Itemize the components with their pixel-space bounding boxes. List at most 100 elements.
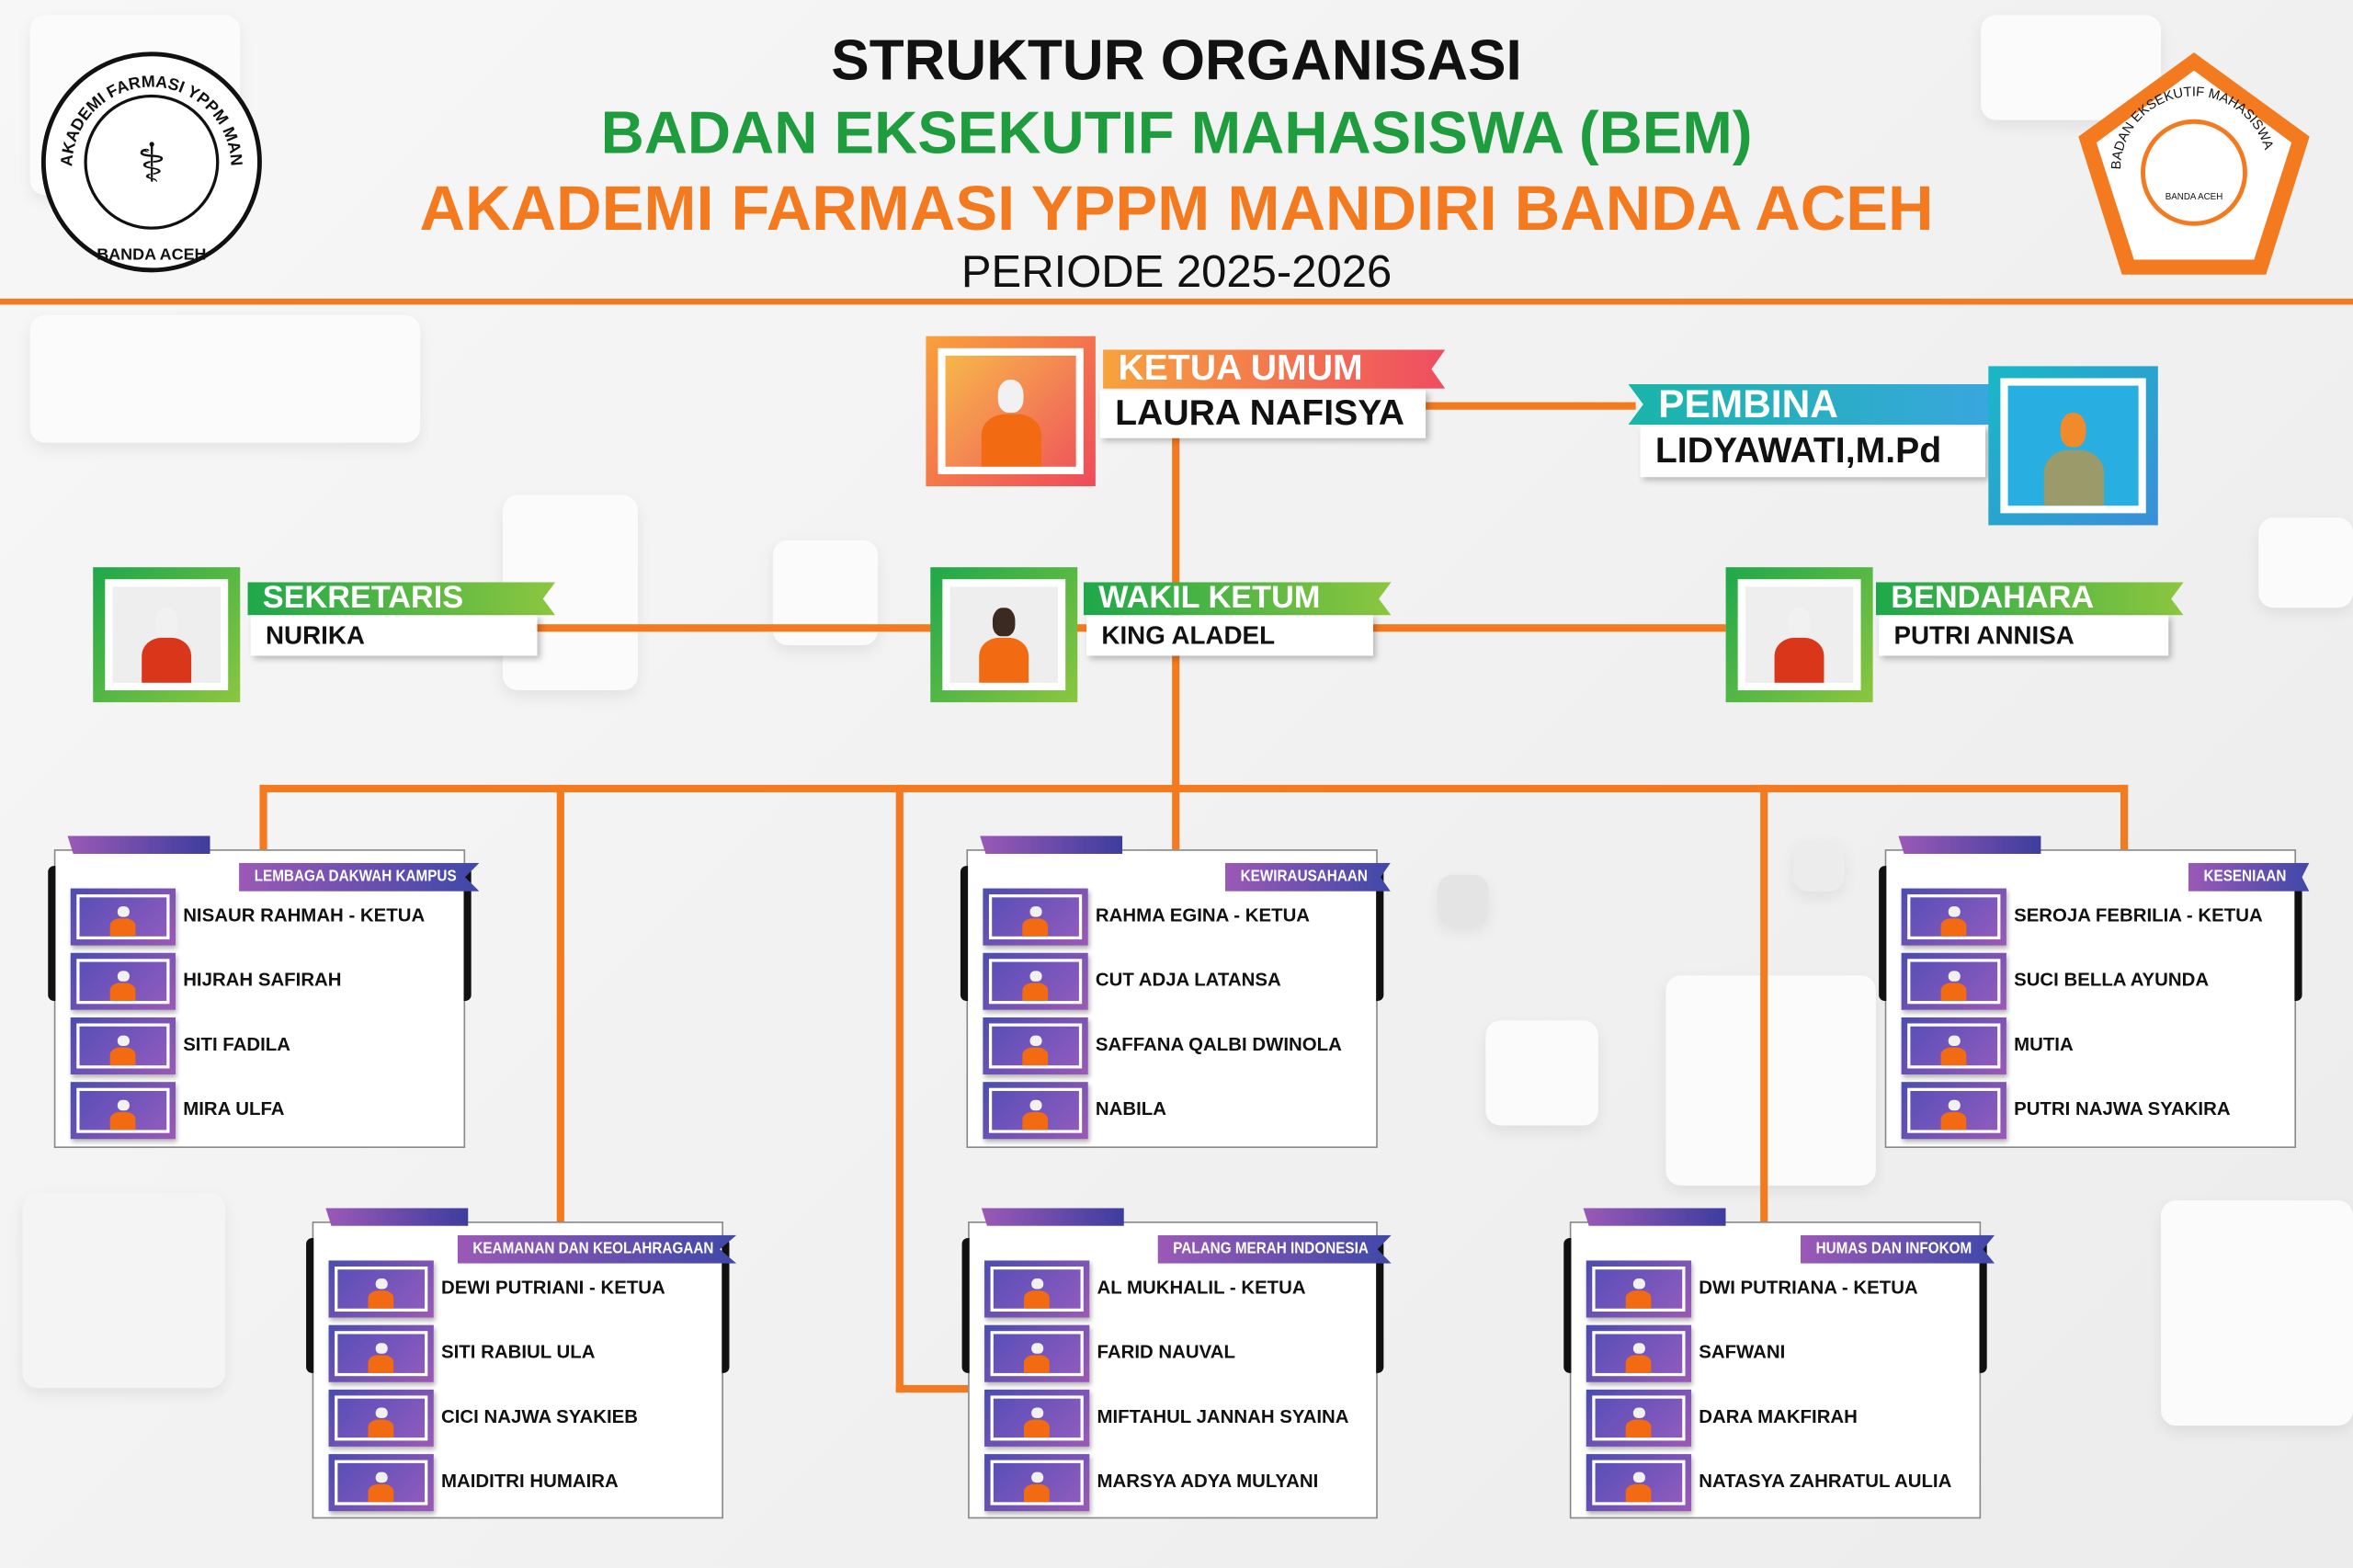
- division-card: KESENIAAN SEROJA FEBRILIA - KETUA SUCI B…: [1879, 835, 2310, 1149]
- member-row: PUTRI NAJWA SYAKIRA: [1901, 1082, 2292, 1140]
- bg-shape: [1665, 975, 1876, 1186]
- member-name: SUCI BELLA AYUNDA: [2014, 969, 2210, 991]
- card-edge: [1979, 1237, 1987, 1373]
- member-row: SITI RABIUL ULA: [328, 1324, 720, 1382]
- member-row: DWI PUTRIANA - KETUA: [1586, 1260, 1977, 1318]
- connector: [1760, 784, 1768, 1251]
- member-name: SAFWANI: [1699, 1341, 1786, 1363]
- member-photo: [1586, 1260, 1692, 1318]
- member-name: NATASYA ZAHRATUL AULIA: [1699, 1471, 1952, 1492]
- member-name: DARA MAKFIRAH: [1699, 1405, 1858, 1427]
- bendahara-role: BENDAHARA: [1875, 582, 2184, 616]
- division-card: KEWIRAUSAHAAN RAHMA EGINA - KETUA CUT AD…: [960, 835, 1392, 1149]
- sekretaris-photo: [93, 567, 241, 703]
- member-row: SITI FADILA: [70, 1017, 461, 1075]
- member-photo: [984, 1454, 1090, 1512]
- division-title: PALANG MERAH INDONESIA: [1157, 1234, 1392, 1264]
- bg-shape: [2258, 517, 2353, 608]
- card-edge: [722, 1237, 730, 1373]
- card-edge: [961, 1237, 970, 1373]
- member-name: RAHMA EGINA - KETUA: [1095, 904, 1311, 926]
- pembina-name: LIDYAWATI,M.Pd: [1640, 426, 1986, 478]
- card-edge: [1376, 866, 1384, 1002]
- member-photo: [1586, 1324, 1692, 1382]
- logo-right-bottom: BANDA ACEH: [2165, 192, 2223, 202]
- bg-shape: [2161, 1200, 2353, 1426]
- member-row: MAIDITRI HUMAIRA: [328, 1454, 720, 1512]
- member-row: MUTIA: [1901, 1017, 2292, 1075]
- connector: [556, 784, 564, 1228]
- member-name: SITI FADILA: [183, 1033, 290, 1055]
- header-divider: [0, 298, 2353, 305]
- division-title: KEWIRAUSAHAAN: [1225, 862, 1392, 892]
- member-name: MUTIA: [2014, 1033, 2074, 1055]
- member-row: FARID NAUVAL: [984, 1324, 1375, 1382]
- pembina-photo: [1988, 366, 2158, 526]
- member-photo: [328, 1389, 434, 1447]
- bg-shape: [22, 1192, 225, 1389]
- member-row: MIFTAHUL JANNAH SYAINA: [984, 1389, 1375, 1447]
- card-tab: [980, 835, 1123, 855]
- division-title: HUMAS DAN INFOKOM: [1800, 1234, 1995, 1264]
- card-tab: [1583, 1208, 1726, 1226]
- member-photo: [328, 1324, 434, 1382]
- card-edge: [48, 866, 56, 1002]
- member-row: SEROJA FEBRILIA - KETUA: [1901, 888, 2292, 946]
- member-row: RAHMA EGINA - KETUA: [983, 888, 1373, 946]
- connector: [259, 784, 2129, 793]
- card-edge: [1879, 866, 1887, 1002]
- bg-shape: [1485, 1020, 1598, 1126]
- card-edge: [960, 866, 969, 1002]
- member-row: DARA MAKFIRAH: [1586, 1389, 1977, 1447]
- svg-text:⚕: ⚕: [137, 134, 166, 194]
- card-edge: [1563, 1237, 1572, 1373]
- member-photo: [70, 888, 176, 946]
- ketua-name: LAURA NAFISYA: [1099, 390, 1427, 438]
- wakil-role: WAKIL KETUM: [1083, 582, 1392, 616]
- member-row: NABILA: [983, 1082, 1373, 1140]
- member-row: SAFFANA QALBI DWINOLA: [983, 1017, 1373, 1075]
- member-photo: [70, 1082, 176, 1140]
- connector: [895, 784, 904, 1393]
- member-photo: [1901, 888, 2006, 946]
- member-photo: [983, 1082, 1088, 1140]
- member-name: NISAUR RAHMAH - KETUA: [183, 904, 426, 926]
- member-name: SAFFANA QALBI DWINOLA: [1095, 1033, 1342, 1055]
- logo-left-bottom: BANDA ACEH: [97, 244, 206, 263]
- member-photo: [983, 1017, 1088, 1075]
- bg-shape: [1793, 840, 1845, 892]
- member-photo: [70, 952, 176, 1010]
- bg-shape: [29, 314, 421, 443]
- title-bem: BADAN EKSEKUTIF MAHASISWA (BEM): [600, 100, 1753, 167]
- member-photo: [983, 952, 1088, 1010]
- member-photo: [984, 1389, 1090, 1447]
- division-card: HUMAS DAN INFOKOM DWI PUTRIANA - KETUA S…: [1563, 1208, 1995, 1519]
- member-row: NISAUR RAHMAH - KETUA: [70, 888, 461, 946]
- member-photo: [984, 1324, 1090, 1382]
- member-name: NABILA: [1095, 1098, 1166, 1119]
- member-photo: [1586, 1454, 1692, 1512]
- member-name: DEWI PUTRIANI - KETUA: [441, 1277, 665, 1299]
- card-edge: [1376, 1237, 1384, 1373]
- division-card: LEMBAGA DAKWAH KAMPUS NISAUR RAHMAH - KE…: [48, 835, 479, 1149]
- connector: [1426, 402, 1636, 410]
- division-title: LEMBAGA DAKWAH KAMPUS: [238, 862, 479, 892]
- title-periode: PERIODE 2025-2026: [961, 247, 1392, 298]
- division-card: PALANG MERAH INDONESIA AL MUKHALIL - KET…: [961, 1208, 1392, 1519]
- member-row: CUT ADJA LATANSA: [983, 952, 1373, 1010]
- division-card: KEAMANAN DAN KEOLAHRAGAAN DEWI PUTRIANI …: [306, 1208, 737, 1519]
- connector: [259, 784, 267, 858]
- card-tab: [981, 1208, 1124, 1226]
- sekretaris-name: NURIKA: [250, 615, 538, 656]
- member-row: AL MUKHALIL - KETUA: [984, 1260, 1375, 1318]
- sekretaris-role: SEKRETARIS: [247, 582, 556, 616]
- member-photo: [1901, 952, 2006, 1010]
- member-name: AL MUKHALIL - KETUA: [1097, 1277, 1306, 1299]
- title-akademi: AKADEMI FARMASI YPPM MANDIRI BANDA ACEH: [419, 172, 1934, 244]
- member-name: CICI NAJWA SYAKIEB: [441, 1405, 638, 1427]
- division-title: KESENIAAN: [2188, 862, 2310, 892]
- member-name: SITI RABIUL ULA: [441, 1341, 596, 1363]
- member-photo: [1901, 1082, 2006, 1140]
- member-row: CICI NAJWA SYAKIEB: [328, 1389, 720, 1447]
- card-tab: [325, 1208, 469, 1226]
